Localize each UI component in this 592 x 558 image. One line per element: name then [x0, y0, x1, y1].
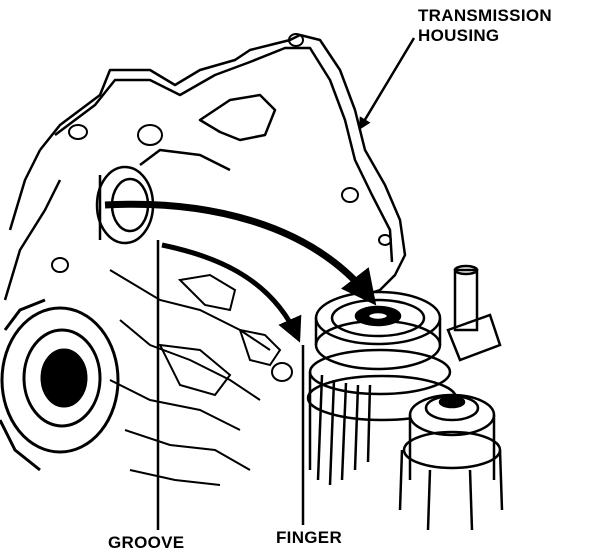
transmission-housing-label-line2: HOUSING: [418, 26, 500, 45]
fitment-arrows: [104, 37, 416, 343]
transmission-housing-label-line1: TRANSMISSION: [418, 6, 552, 25]
groove-label: GROOVE: [108, 533, 185, 552]
transmission-housing-label: TRANSMISSION HOUSING: [418, 6, 552, 46]
transmission-housing-outline: [3, 33, 407, 302]
housing-bolt-bosses: [51, 33, 392, 382]
label-leaders: [156, 240, 305, 530]
shift-rod: [446, 264, 502, 362]
mainshaft-assembly: [306, 290, 458, 486]
finger-label: FINGER: [276, 528, 343, 547]
groove-arrow: [161, 242, 302, 343]
countershaft-assembly: [398, 393, 504, 531]
left-gear-assembly: [0, 298, 120, 472]
housing-interior-detail: [109, 269, 282, 486]
bearing-arrow: [104, 200, 377, 306]
housing-leader: [358, 37, 416, 131]
